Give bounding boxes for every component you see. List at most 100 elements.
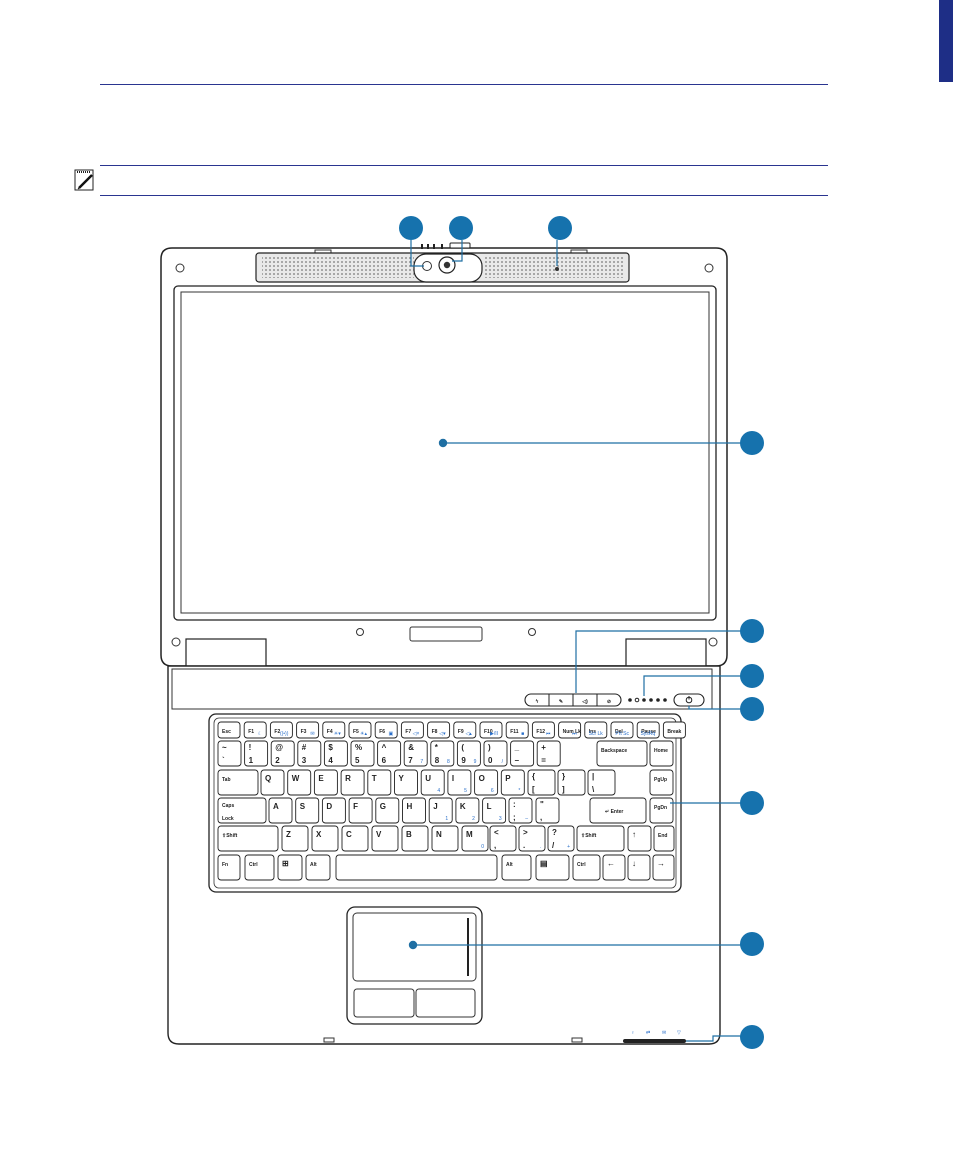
svg-text:4: 4 [328, 756, 333, 765]
svg-text:Fn: Fn [222, 862, 228, 868]
svg-text:8: 8 [435, 756, 440, 765]
letter-key: T [367, 769, 392, 796]
svg-text:Lock: Lock [222, 816, 234, 822]
svg-text:A: A [273, 802, 279, 811]
svg-text:,: , [540, 813, 542, 822]
svg-text:F12: F12 [536, 729, 545, 735]
svg-text:▣: ▣ [388, 731, 393, 737]
svg-text:J: J [433, 802, 437, 811]
svg-text:0: 0 [481, 844, 484, 850]
fn-key: F7◁× [400, 721, 424, 739]
svg-text:O: O [479, 774, 485, 783]
svg-text:0: 0 [488, 756, 493, 765]
svg-text:&: & [408, 743, 414, 752]
svg-text:◁): ◁) [581, 699, 588, 705]
left-shift-key: ⇧Shift [217, 825, 279, 852]
fn-key: F4☀▾ [322, 721, 346, 739]
svg-text:{: { [532, 772, 535, 781]
letter-key: X [311, 825, 339, 852]
svg-text:G: G [380, 802, 386, 811]
svg-text:_: _ [514, 743, 520, 752]
leader-power [688, 706, 741, 710]
svg-text:Ctrl: Ctrl [249, 862, 258, 868]
svg-text:⇧Shift: ⇧Shift [222, 833, 238, 839]
svg-text:>: > [523, 828, 528, 837]
svg-text:B: B [406, 830, 412, 839]
svg-text:1: 1 [249, 756, 254, 765]
number-key: $4 [323, 740, 348, 767]
svg-text:/: / [502, 759, 504, 765]
svg-text:♀: ♀ [631, 1030, 635, 1036]
svg-text:–: – [515, 756, 520, 765]
svg-text:←: ← [607, 859, 615, 868]
svg-text:◁×: ◁× [413, 731, 420, 737]
svg-text:Prt Sc: Prt Sc [615, 731, 629, 737]
svg-text:F9: F9 [458, 729, 464, 735]
svg-text:Home: Home [654, 748, 668, 754]
svg-text:☾: ☾ [258, 731, 262, 737]
note-rule-top [100, 165, 828, 166]
svg-text:F4: F4 [327, 729, 333, 735]
svg-text:": " [540, 800, 544, 809]
leader-status-indicators [643, 675, 741, 696]
callout-leaders [410, 240, 741, 1042]
comma-key: <, [489, 825, 517, 852]
right-arrow-key: → [652, 854, 675, 881]
svg-text:Z: Z [286, 830, 291, 839]
callout-bubble [548, 216, 572, 240]
svg-text:((•)): ((•)) [280, 731, 289, 737]
svg-text:S: S [300, 802, 306, 811]
svg-text:F7: F7 [405, 729, 411, 735]
svg-text:%: % [355, 743, 362, 752]
svg-text:▤: ▤ [540, 859, 548, 868]
pgdn-key: PgDn [649, 797, 674, 824]
svg-text::: : [513, 800, 516, 809]
svg-text:PgUp: PgUp [654, 777, 667, 783]
svg-text:W: W [292, 774, 300, 783]
letter-key: Y [394, 769, 418, 796]
svg-text:T: T [372, 774, 377, 783]
display-callout-dot [438, 438, 448, 448]
backspace-key: Backspace [596, 740, 648, 767]
hinges [185, 638, 707, 667]
svg-text:3: 3 [302, 756, 307, 765]
svg-text:⇄: ⇄ [646, 1030, 650, 1036]
svg-text:\: \ [592, 785, 595, 794]
svg-text:Num Lk: Num Lk [563, 729, 582, 735]
svg-text:F1: F1 [248, 729, 254, 735]
svg-text:◁▾: ◁▾ [439, 731, 446, 737]
enter-key-label: ↵ Enter [605, 809, 623, 815]
svg-text:↑: ↑ [632, 830, 636, 839]
letter-key: A [268, 797, 293, 824]
notepad-pencil-icon [74, 169, 94, 191]
display-panel [173, 285, 717, 621]
svg-text:⇧Shift: ⇧Shift [581, 833, 597, 839]
svg-text:}: } [562, 772, 565, 781]
callout-bubble [449, 216, 473, 240]
number-key: ~` [217, 740, 242, 767]
space-bar [335, 854, 498, 881]
svg-text:F2: F2 [274, 729, 280, 735]
svg-text:D: D [326, 802, 332, 811]
svg-text:Backspace: Backspace [601, 748, 627, 754]
svg-text:F8: F8 [432, 729, 438, 735]
svg-text:→: → [657, 859, 665, 868]
svg-text:ϟ: ϟ [536, 699, 539, 705]
fn-key: Num Lk⏭ [558, 721, 582, 739]
menu-key: ▤ [535, 854, 570, 881]
power-switch [673, 693, 705, 707]
svg-text:]: ] [562, 785, 565, 794]
svg-text:Del: Del [615, 729, 623, 735]
svg-text:1: 1 [445, 816, 448, 822]
svg-text:): ) [488, 743, 491, 752]
mini-bars-icon [421, 242, 471, 249]
right-alt-key: Alt [501, 854, 532, 881]
svg-text:|: | [592, 772, 594, 781]
svg-text:[: [ [532, 785, 535, 794]
fn-key: F9◁▴ [453, 721, 477, 739]
callout-bubble [740, 1025, 764, 1049]
letter-key: I5 [447, 769, 472, 796]
